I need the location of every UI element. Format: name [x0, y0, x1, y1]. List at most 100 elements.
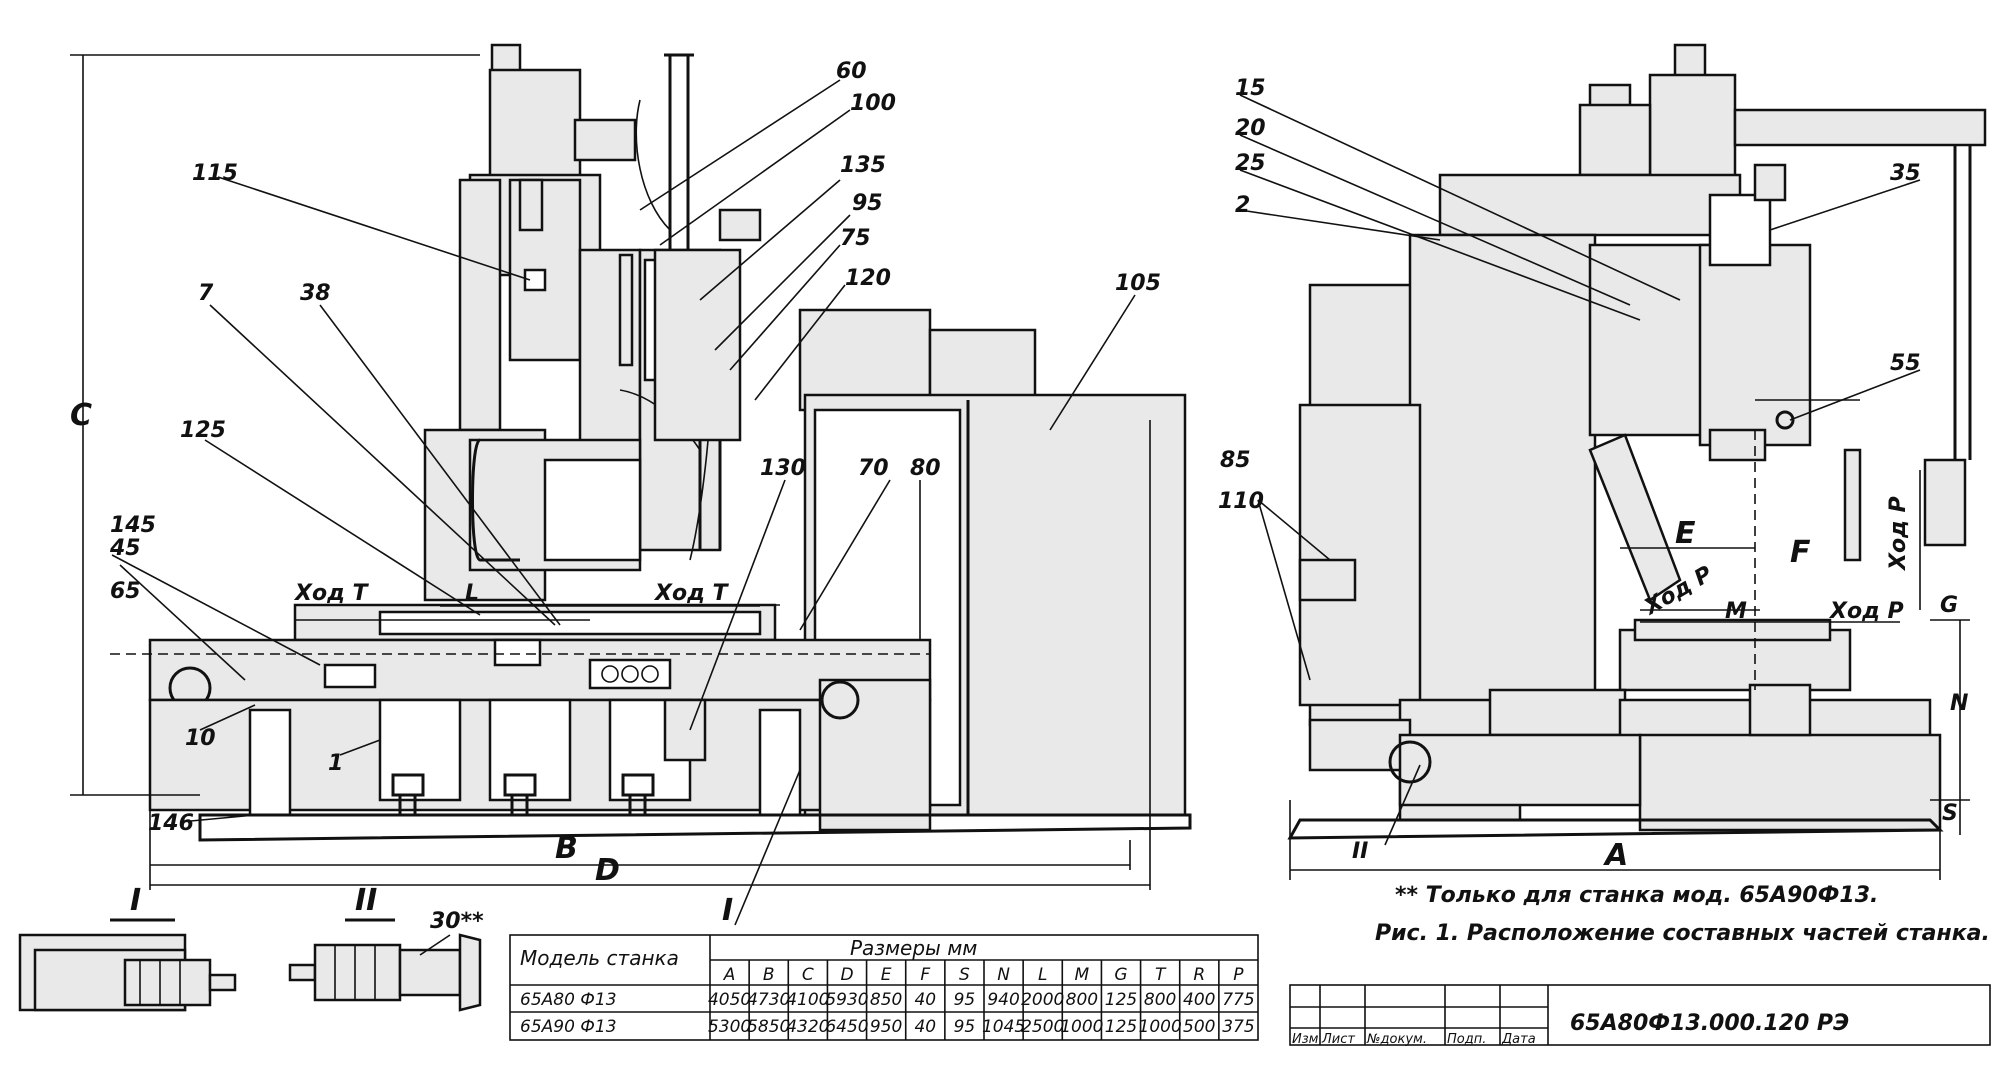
title-block-col-label: Подп. — [1447, 1032, 1486, 1047]
callout-7: 7 — [198, 281, 214, 306]
table-col-header: A — [723, 965, 736, 985]
footnote: ** Только для станка мод. 65А90Ф13. — [1395, 883, 1878, 908]
callout-38: 38 — [300, 281, 331, 306]
dim-travel-t-1: Ход Т — [293, 581, 370, 606]
dim-c: C — [70, 398, 92, 433]
table-col-header: C — [802, 965, 814, 985]
table-cell: 2500 — [1021, 1017, 1064, 1037]
detail-ii-label: II — [355, 883, 377, 918]
callout-135: 135 — [840, 153, 886, 178]
dim-n: N — [1950, 691, 1968, 716]
table-cell: 4050 — [708, 990, 751, 1010]
table-cell: 775 — [1222, 990, 1254, 1010]
table-col-header: D — [840, 965, 853, 985]
table-cell: 40 — [914, 1017, 936, 1037]
detail-i-label: I — [130, 883, 141, 918]
title-block — [1289, 984, 1991, 1046]
table-cell: 4320 — [786, 1017, 829, 1037]
figure-caption: Рис. 1. Расположение составных частей ст… — [1375, 921, 1990, 946]
dim-l: L — [465, 581, 479, 606]
detail-ii-part-30: 30** — [430, 909, 484, 934]
callout-35: 35 — [1890, 161, 1921, 186]
callout-85: 85 — [1220, 448, 1251, 473]
table-cell: 5300 — [708, 1017, 751, 1037]
callout-1: 1 — [328, 751, 343, 776]
callout-45: 45 — [109, 536, 141, 561]
table-cell: 950 — [870, 1017, 902, 1037]
callout-15: 15 — [1235, 76, 1266, 101]
table-dims-header: Размеры мм — [850, 936, 977, 960]
callout-75: 75 — [840, 226, 871, 251]
callout-120: 120 — [845, 266, 891, 291]
table-cell: 4730 — [747, 990, 790, 1010]
title-block-col-label: №докум. — [1366, 1032, 1427, 1047]
callout-55: 55 — [1890, 351, 1921, 376]
table-cell: 4100 — [786, 990, 829, 1010]
table-col-header: M — [1075, 965, 1090, 985]
dim-s: S — [1942, 801, 1958, 826]
left-dimensions: C L Ход Т Ход Т B D I — [70, 398, 733, 928]
table-col-header: E — [881, 965, 892, 985]
table-col-header: S — [959, 965, 970, 985]
dim-e: E — [1675, 516, 1696, 551]
callout-25: 25 — [1235, 151, 1266, 176]
table-cell: 850 — [870, 990, 902, 1010]
dimensions-table — [509, 934, 1259, 1041]
table-col-header: N — [997, 965, 1010, 985]
front-view — [70, 43, 1192, 926]
table-cell: 375 — [1222, 1017, 1254, 1037]
title-block-col-label: Лист — [1321, 1032, 1355, 1047]
callout-146: 146 — [148, 811, 194, 836]
table-col-header: P — [1233, 965, 1244, 985]
table-row-model: 65А80 Ф13 — [520, 990, 617, 1010]
doc-number: 65А80Ф13.000.120 РЭ — [1570, 1011, 1849, 1036]
table-cell: 5850 — [747, 1017, 790, 1037]
callout-60: 60 — [836, 59, 867, 84]
callout-20: 20 — [1235, 116, 1266, 141]
table-cell: 125 — [1105, 990, 1137, 1010]
callout-95: 95 — [852, 191, 883, 216]
notes: ** Только для станка мод. 65А90Ф13. Рис.… — [1375, 883, 1990, 946]
table-col-header: R — [1193, 965, 1205, 985]
dim-a: A — [1603, 838, 1628, 873]
dim-travel-t-2: Ход Т — [653, 581, 730, 606]
table-col-header: G — [1114, 965, 1127, 985]
table-cell: 6450 — [825, 1017, 868, 1037]
section-i-marker: I — [722, 893, 733, 928]
table-cell: 2000 — [1021, 990, 1064, 1010]
callout-130: 130 — [760, 456, 806, 481]
title-block-col-label: Дата — [1501, 1032, 1536, 1047]
dim-b: B — [555, 831, 578, 866]
table-col-header: F — [920, 965, 930, 985]
table-row-model: 65А90 Ф13 — [520, 1017, 617, 1037]
table-cell: 500 — [1183, 1017, 1215, 1037]
table-cell: 940 — [987, 990, 1019, 1010]
callout-125: 125 — [180, 418, 226, 443]
table-cell: 800 — [1144, 990, 1176, 1010]
table-col-header: T — [1155, 965, 1167, 985]
table-cell: 400 — [1183, 990, 1215, 1010]
table-cell: 1000 — [1139, 1017, 1182, 1037]
dim-g: G — [1940, 593, 1958, 618]
dim-f: F — [1790, 535, 1811, 570]
table-cell: 5930 — [825, 990, 868, 1010]
detail-labels: I II 30** — [130, 883, 484, 934]
dim-travel-r-2: Ход Р — [1828, 599, 1904, 624]
callout-100: 100 — [850, 91, 896, 116]
callout-105: 105 — [1115, 271, 1161, 296]
table-col-header: B — [763, 965, 775, 985]
callout-145: 145 — [110, 513, 156, 538]
dim-d: D — [595, 853, 620, 888]
callout-10: 10 — [185, 726, 216, 751]
right-callouts: 15 20 25 2 35 55 85 110 — [1218, 76, 1921, 514]
table-cell: 40 — [914, 990, 936, 1010]
table-col-header: L — [1038, 965, 1047, 985]
table-cell: 95 — [954, 990, 976, 1010]
side-view — [1239, 43, 1987, 880]
callout-2: 2 — [1235, 193, 1250, 218]
table-cell: 800 — [1066, 990, 1098, 1010]
dim-travel-p-vertical: Ход Р — [1886, 496, 1911, 572]
